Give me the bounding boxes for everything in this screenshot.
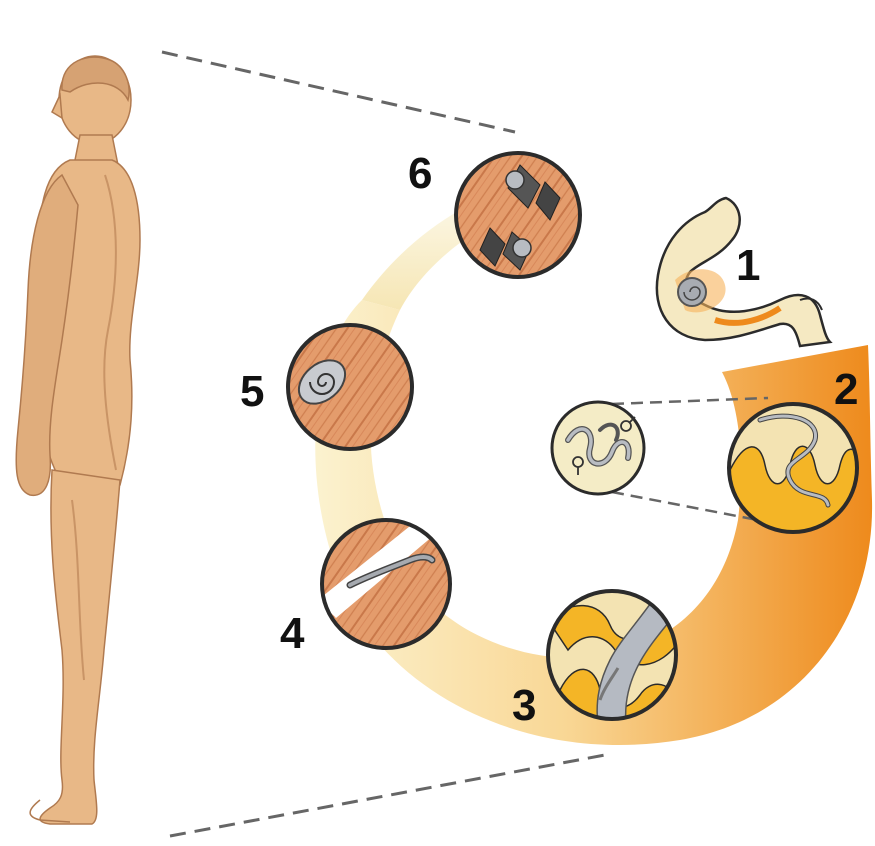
encysted-larvae-muscle-icon	[450, 150, 590, 290]
step-6-label: 6	[408, 152, 432, 196]
step-2-label: 2	[834, 368, 858, 412]
step-5-label: 5	[240, 370, 264, 414]
step-1-label: 1	[736, 244, 760, 288]
step-3-label: 3	[512, 684, 536, 728]
male-female-worms-icon	[552, 402, 644, 494]
human-figure-icon	[16, 56, 140, 824]
encysting-larva-muscle-icon	[285, 320, 415, 455]
step-4-label: 4	[280, 612, 304, 656]
